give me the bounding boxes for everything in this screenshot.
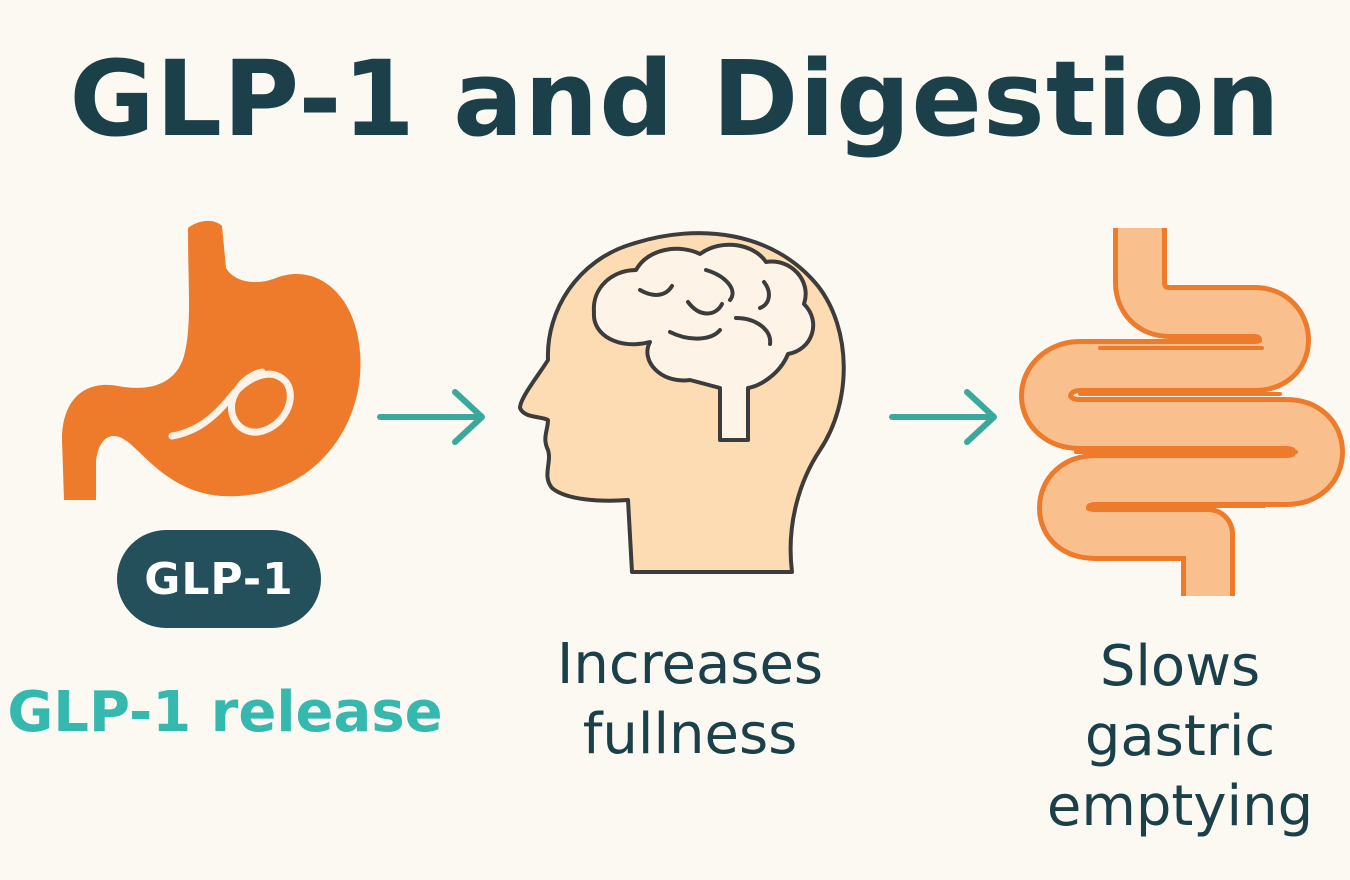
glp1-badge: GLP-1 xyxy=(117,530,321,628)
arrow-right-icon xyxy=(377,389,485,445)
caption-line: Increases xyxy=(556,632,824,697)
caption-line: gastric xyxy=(1084,704,1276,769)
caption-line: fullness xyxy=(582,702,798,767)
step-label-gastric-emptying: Slows gastric emptying xyxy=(1000,632,1350,842)
arrow-right-icon xyxy=(889,389,997,445)
page-title: GLP-1 and Digestion xyxy=(69,38,1281,160)
brain-head-icon xyxy=(518,231,846,574)
caption-line: emptying xyxy=(1046,774,1314,839)
stomach-icon xyxy=(62,220,361,500)
step-label-fullness: Increases fullness xyxy=(480,630,900,770)
caption-line: Slows xyxy=(1099,634,1261,699)
intestine-icon xyxy=(1019,228,1345,596)
step-label-release: GLP-1 release xyxy=(7,680,443,745)
